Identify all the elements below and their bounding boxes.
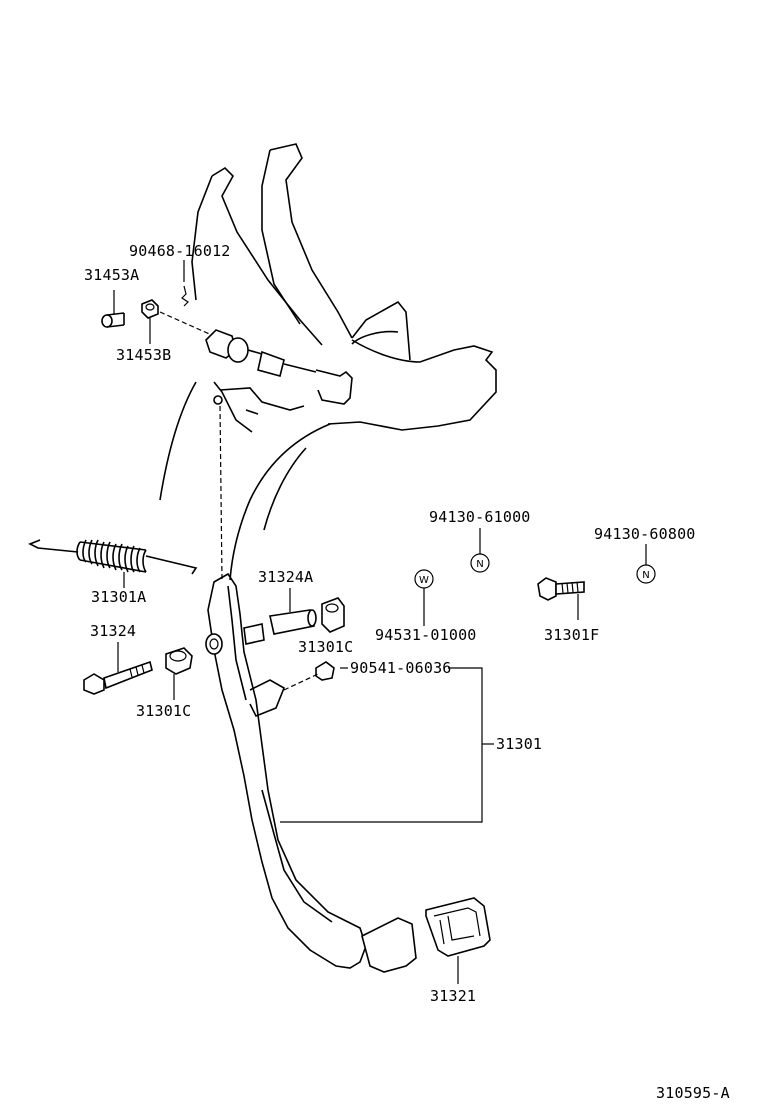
label-31301F: 31301F — [544, 626, 600, 644]
bushing-31301C-left — [165, 647, 193, 675]
label-94531-01000: 94531-01000 — [375, 626, 477, 644]
label-31453B: 31453B — [116, 346, 172, 364]
clip-90468 — [181, 285, 189, 307]
return-spring-31301A — [28, 539, 198, 575]
bushing-31453B — [141, 299, 159, 319]
label-31324: 31324 — [90, 622, 137, 640]
drawing-id: 310595-A — [656, 1084, 730, 1102]
label-94130-60800: 94130-60800 — [594, 525, 696, 543]
label-94130-61000: 94130-61000 — [429, 508, 531, 526]
badge-n-94130-60800: N — [636, 564, 656, 584]
badge-n-94130-61000: N — [470, 553, 490, 573]
label-90468-16012: 90468-16012 — [129, 242, 231, 260]
svg-text:W: W — [419, 575, 429, 586]
label-31321: 31321 — [430, 987, 477, 1005]
badge-w-94531-01000: W — [414, 569, 434, 589]
label-31301: 31301 — [496, 735, 543, 753]
pedal-bracket — [159, 143, 497, 581]
dash-pivot-link — [219, 405, 223, 581]
bolt-31301F — [537, 577, 585, 601]
label-31301C-left: 31301C — [136, 702, 192, 720]
bushing-90541 — [315, 661, 335, 681]
bushing-31301C-top — [321, 597, 345, 633]
label-31453A: 31453A — [84, 266, 140, 284]
label-31301C-top: 31301C — [298, 638, 354, 656]
label-90541-06036: 90541-06036 — [350, 659, 452, 677]
dash-90541 — [283, 673, 319, 691]
leader-31301-bracket — [280, 667, 483, 823]
label-31301A: 31301A — [91, 588, 147, 606]
clutch-pedal-31301 — [205, 572, 417, 973]
pedal-pad-31321 — [425, 897, 491, 957]
dash-31453B — [159, 311, 215, 337]
label-31324A: 31324A — [258, 568, 314, 586]
clevis-rod — [205, 329, 353, 433]
svg-text:N: N — [642, 570, 649, 581]
collar-31324A — [269, 609, 317, 635]
pin-31453A — [101, 312, 125, 328]
svg-text:N: N — [476, 559, 483, 570]
bolt-31324 — [83, 660, 153, 695]
